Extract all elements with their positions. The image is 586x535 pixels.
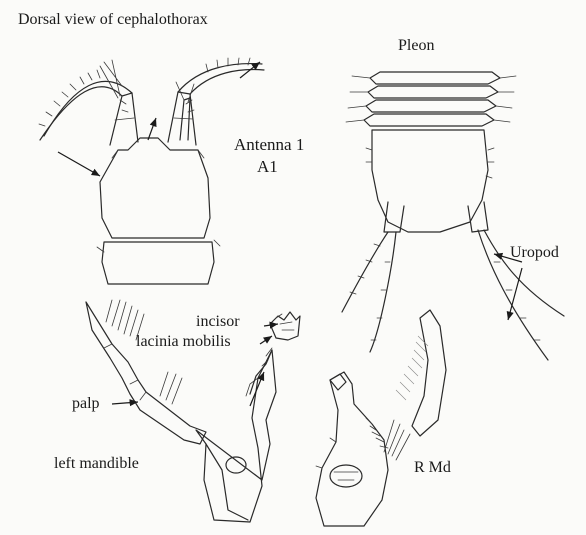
- cephalothorax-drawing: [39, 58, 264, 284]
- a1-label: A1: [257, 158, 278, 175]
- palp-arrow: [112, 402, 138, 404]
- lacinia-arrow: [260, 336, 272, 344]
- incisor-label: incisor: [196, 314, 240, 330]
- r-md-label: R Md: [414, 460, 451, 476]
- dorsal-view-title: Dorsal view of cephalothorax: [18, 12, 208, 28]
- pleon-drawing: [342, 72, 564, 360]
- right-mandible-drawing: [316, 310, 446, 526]
- incisor-detail-drawing: [270, 312, 300, 340]
- palp-label: palp: [72, 396, 100, 412]
- carapace-arrow: [58, 152, 100, 176]
- rostrum-arrow: [148, 118, 156, 140]
- antenna-1-label: Antenna 1: [234, 136, 304, 153]
- lacinia-mobilis-label: lacinia mobilis: [136, 334, 231, 350]
- left-mandible-label: left mandible: [54, 456, 139, 472]
- pleon-label: Pleon: [398, 38, 434, 54]
- uropod-label: Uropod: [510, 245, 559, 261]
